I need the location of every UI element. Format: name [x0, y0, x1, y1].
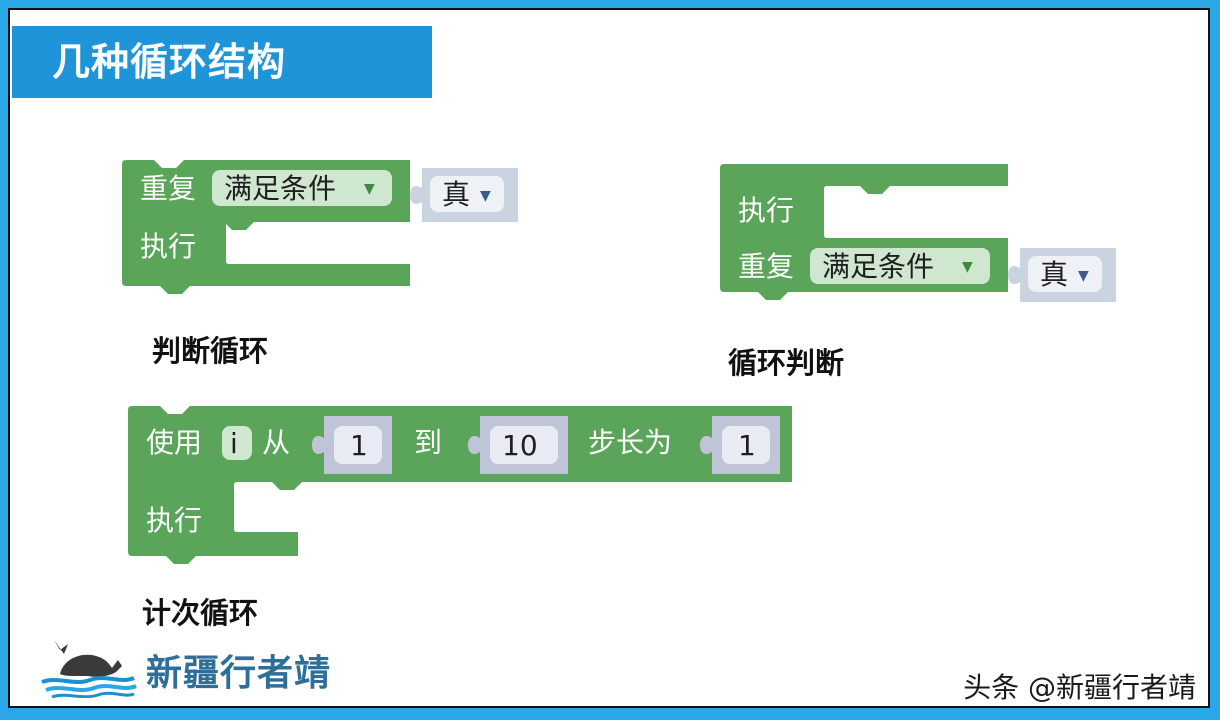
step-label: 步长为: [588, 426, 672, 459]
dropdown-arrow-icon: ▼: [480, 188, 491, 204]
to-value: 10: [502, 429, 538, 462]
from-input[interactable]: [334, 426, 382, 464]
watermark: 头条 @新疆行者靖: [963, 671, 1196, 704]
do-while-loop-caption: 循环判断: [728, 346, 845, 380]
to-label: 到: [414, 426, 442, 459]
for-loop-caption: 计次循环: [142, 596, 259, 630]
variable-text: i: [230, 427, 238, 460]
use-label: 使用: [146, 426, 202, 459]
block-body: [128, 406, 792, 564]
to-input[interactable]: [490, 426, 558, 464]
mode-dropdown-text: 满足条件: [822, 250, 934, 283]
page-title: 几种循环结构: [12, 26, 432, 98]
slide: 几种循环结构 重复 满足条件 ▼ 真 ▼ 执行 判断循环 执行 重复 满足条件 …: [8, 8, 1210, 708]
step-input[interactable]: [722, 426, 770, 464]
bool-dropdown[interactable]: [1028, 256, 1102, 292]
whale-logo-icon: [41, 640, 137, 698]
dropdown-arrow-icon: ▼: [1078, 268, 1089, 284]
dropdown-arrow-icon: ▼: [364, 181, 375, 197]
bool-dropdown-text: 真: [442, 178, 470, 211]
mode-dropdown[interactable]: [810, 248, 990, 284]
bool-dropdown[interactable]: [430, 176, 504, 212]
for-loop-block[interactable]: 使用 i 从 1 到 10 步长为 1 执行: [126, 406, 806, 566]
mode-dropdown[interactable]: [212, 170, 392, 206]
dropdown-arrow-icon: ▼: [962, 259, 973, 275]
variable-chip[interactable]: [222, 426, 252, 460]
from-value: 1: [350, 429, 368, 462]
step-value: 1: [738, 429, 756, 462]
while-loop-caption: 判断循环: [152, 334, 269, 368]
brand: 新疆行者靖: [38, 638, 348, 698]
do-label: 执行: [140, 230, 196, 263]
bool-dropdown-text: 真: [1040, 258, 1068, 291]
do-label: 执行: [146, 504, 202, 537]
repeat-label: 重复: [140, 172, 196, 205]
repeat-label: 重复: [738, 250, 794, 283]
mode-dropdown-text: 满足条件: [224, 172, 336, 205]
do-label: 执行: [738, 194, 794, 227]
do-while-loop-block[interactable]: 执行 重复 满足条件 ▼ 真 ▼: [718, 164, 1118, 304]
while-loop-block[interactable]: 重复 满足条件 ▼ 真 ▼ 执行: [120, 160, 520, 300]
from-label: 从: [262, 426, 290, 459]
brand-name: 新疆行者靖: [146, 653, 332, 694]
